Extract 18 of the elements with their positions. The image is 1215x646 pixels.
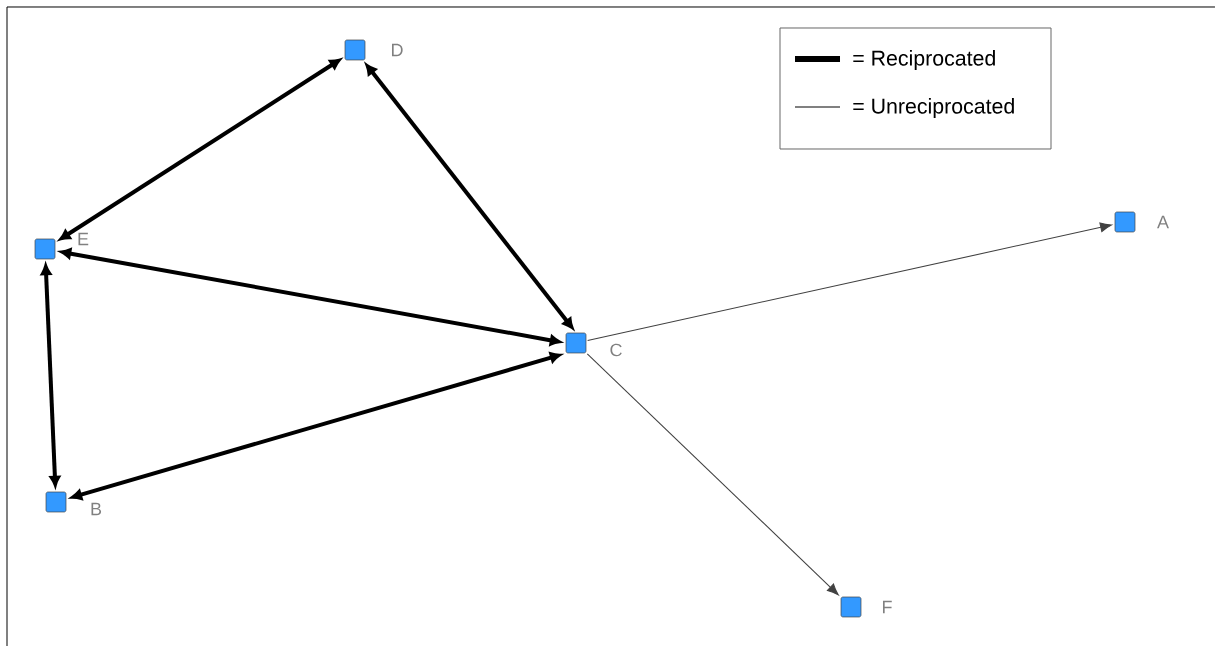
node-square (1114, 211, 1136, 233)
node-square (840, 596, 862, 618)
node-label: D (392, 43, 403, 57)
node-square (45, 491, 67, 513)
legend-text: = Reciprocated (853, 50, 995, 70)
node-label: F (883, 600, 892, 614)
arrow (586, 353, 839, 596)
node-square (344, 39, 366, 61)
arrow (365, 63, 574, 330)
node-square (565, 332, 587, 354)
node-label: B (91, 502, 102, 516)
node-label: C (610, 343, 622, 357)
node-square (34, 238, 56, 260)
legend-text: = Unreciprocated (853, 98, 1014, 118)
node-label: E (78, 232, 89, 246)
arrow (59, 58, 341, 241)
arrow (587, 222, 1112, 341)
node-label: A (1157, 215, 1169, 229)
